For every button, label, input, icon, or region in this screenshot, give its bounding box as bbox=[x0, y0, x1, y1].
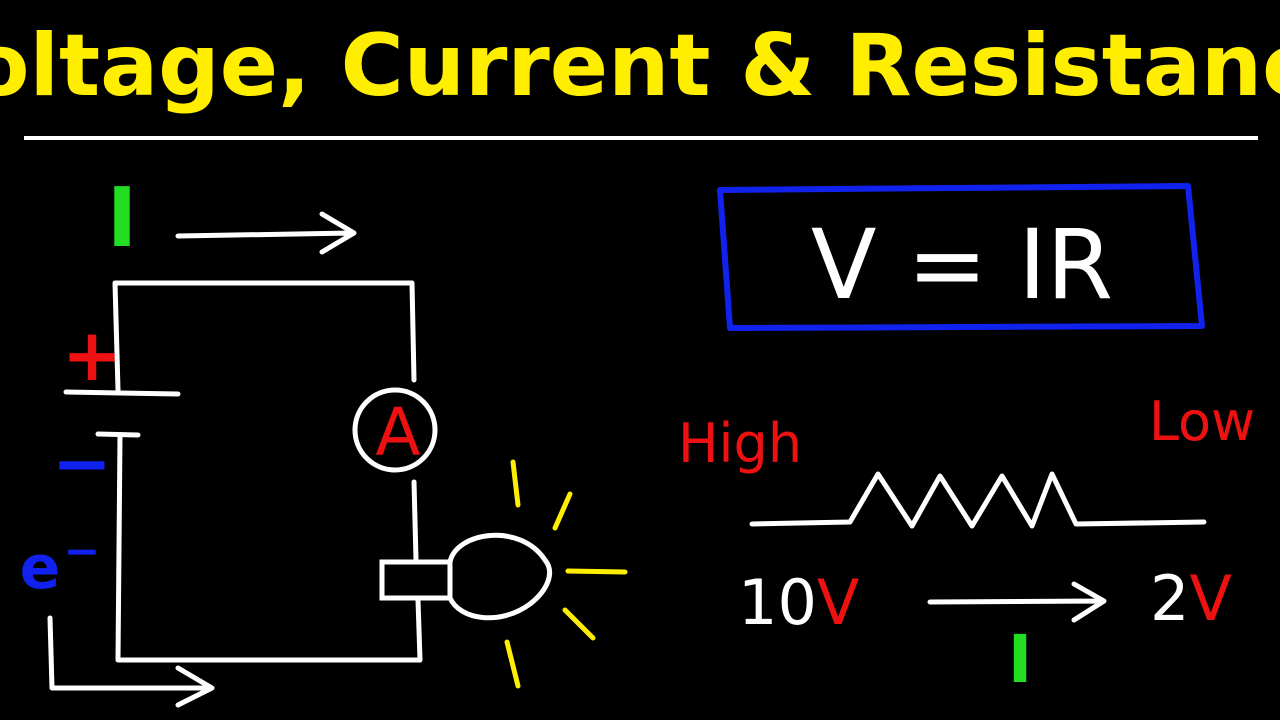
current-label: I bbox=[107, 171, 138, 266]
positive-sign: + bbox=[62, 313, 122, 397]
formula-text: V = IR bbox=[811, 209, 1113, 321]
circuit-wire-bottom bbox=[115, 433, 423, 663]
resistor-panel: High Low 10V 2V I bbox=[678, 390, 1255, 698]
electron-flow-arrow-icon bbox=[47, 615, 215, 708]
light-rays-icon bbox=[504, 459, 628, 689]
high-voltage-number: 10 bbox=[738, 566, 817, 639]
circuit-wire-top bbox=[112, 280, 417, 393]
resistor-icon bbox=[749, 471, 1207, 529]
ammeter-label: A bbox=[375, 394, 420, 471]
low-voltage-unit: V bbox=[1189, 562, 1231, 635]
page-title: Voltage, Current & Resistance bbox=[0, 16, 1280, 116]
low-voltage-number: 2 bbox=[1150, 562, 1189, 635]
electron-label: e bbox=[20, 533, 61, 603]
circuit-wire-right bbox=[411, 479, 419, 563]
high-voltage-value: 10V bbox=[738, 566, 859, 639]
resistor-current-label: I bbox=[1008, 621, 1033, 698]
battery-positive-plate bbox=[63, 389, 181, 397]
low-label: Low bbox=[1149, 390, 1255, 453]
battery-negative-plate bbox=[95, 431, 141, 438]
negative-sign: − bbox=[52, 421, 112, 505]
high-label: High bbox=[678, 412, 802, 475]
light-bulb-icon bbox=[379, 532, 552, 621]
voltage-drop-arrow-icon bbox=[927, 581, 1107, 623]
high-voltage-unit: V bbox=[817, 566, 859, 639]
circuit-diagram: I + − e − A bbox=[20, 171, 628, 708]
electron-charge-sign: − bbox=[64, 526, 101, 577]
low-voltage-value: 2V bbox=[1150, 562, 1232, 635]
ammeter-icon bbox=[352, 387, 438, 473]
formula-panel: V = IR bbox=[717, 183, 1205, 331]
current-arrow-icon bbox=[175, 211, 357, 255]
formula-box bbox=[717, 183, 1205, 331]
